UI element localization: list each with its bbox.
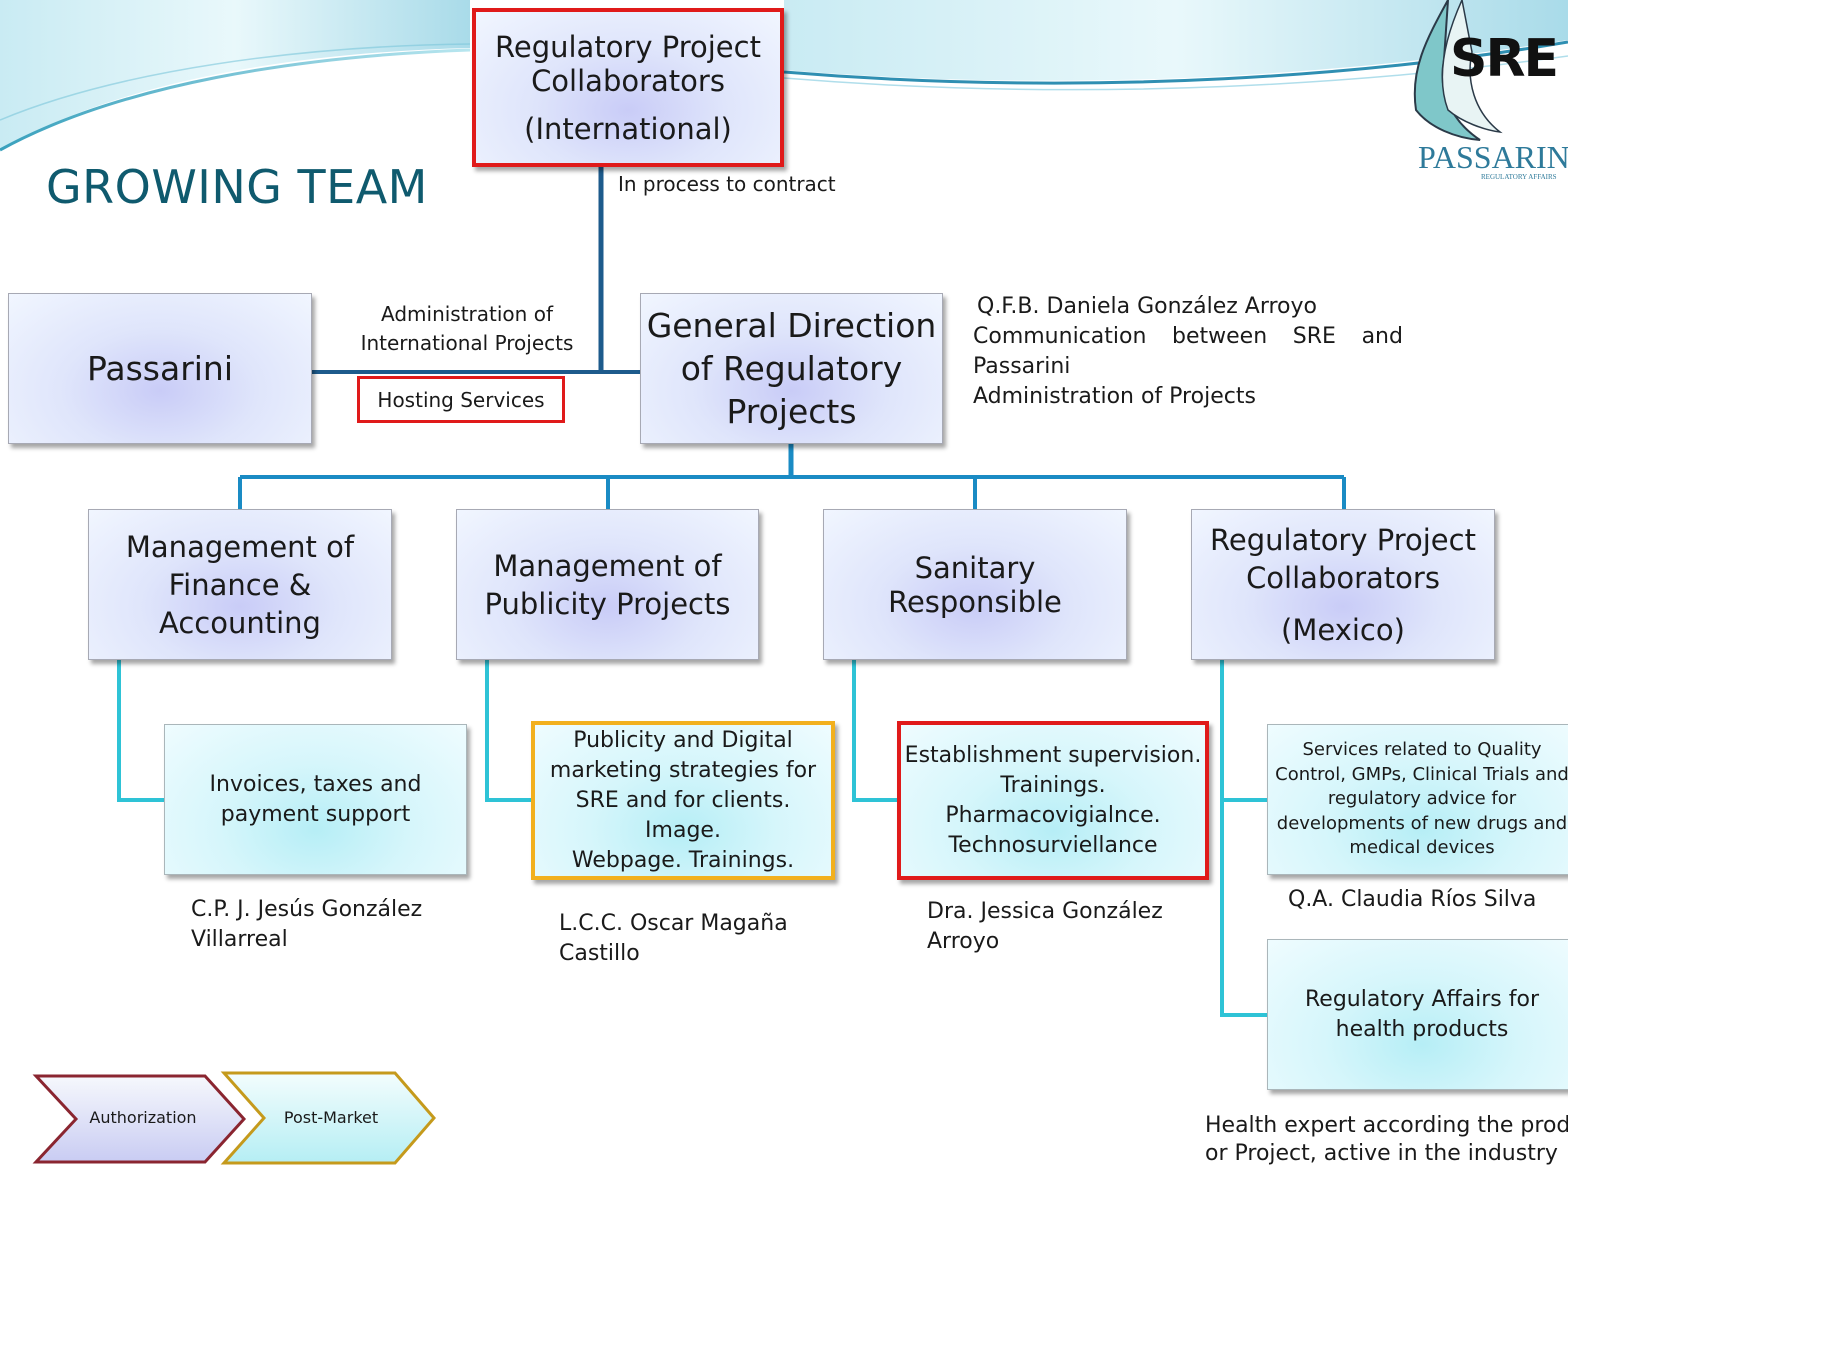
box-line: Finance & bbox=[168, 567, 312, 602]
box-line: medical devices bbox=[1349, 837, 1495, 859]
person-finance: C.P. J. Jesús González Villarreal bbox=[191, 895, 422, 955]
legend-authorization-label: Authorization bbox=[89, 1108, 196, 1127]
person-line: or Project, active in the industry bbox=[1205, 1141, 1558, 1166]
box-line: (Mexico) bbox=[1281, 612, 1405, 647]
box-line: SRE and for clients. Image. bbox=[575, 787, 791, 843]
person-line: Villarreal bbox=[191, 927, 288, 952]
note-line: International Projects bbox=[360, 331, 574, 355]
box-line: Collaborators bbox=[1246, 560, 1440, 595]
person-publicity: L.C.C. Oscar Magaña Castillo bbox=[559, 909, 788, 969]
box-line: Publicity and Digital bbox=[573, 727, 793, 753]
box-line: Trainings. bbox=[1000, 772, 1106, 798]
person-name: Q.F.B. Daniela González Arroyo bbox=[977, 294, 1317, 319]
box-publicity-projects: Management of Publicity Projects bbox=[456, 509, 759, 660]
box-line: Control, GMPs, Clinical Trials and bbox=[1275, 763, 1568, 785]
hosting-services-badge: Hosting Services bbox=[357, 376, 565, 423]
box-line: Collaborators bbox=[531, 63, 725, 98]
background-swoosh bbox=[0, 43, 471, 121]
background-swoosh bbox=[783, 55, 1568, 91]
note-administration-international: Administration of International Projects bbox=[340, 300, 594, 358]
person-line: C.P. J. Jesús González bbox=[191, 897, 423, 922]
box-line: health products bbox=[1335, 1016, 1509, 1042]
box-line: Projects bbox=[726, 392, 857, 431]
role-word: Communication bbox=[973, 324, 1147, 349]
box-sanitary-responsible: Sanitary Responsible bbox=[823, 509, 1127, 660]
person-line: Castillo bbox=[559, 941, 640, 966]
box-line: regulatory advice for bbox=[1327, 788, 1517, 810]
logo-mark: SRE bbox=[1450, 29, 1557, 89]
box-line: payment support bbox=[220, 801, 411, 827]
box-task-quality-services: Services related to Quality Control, GMP… bbox=[1267, 724, 1568, 875]
role-word: and bbox=[1361, 324, 1403, 349]
box-line: Regulatory Affairs for bbox=[1304, 986, 1540, 1012]
box-line: of Regulatory bbox=[680, 349, 903, 388]
connector-line bbox=[485, 660, 532, 802]
legend-authorization: Authorization bbox=[32, 1074, 247, 1164]
diagram-canvas: SRE PASSARINI REGULATORY AFFAIRS Authori… bbox=[0, 0, 1568, 1165]
box-line: General Direction bbox=[646, 306, 937, 345]
connector-line bbox=[117, 660, 164, 802]
box-task-regulatory-affairs: Regulatory Affairs for health products bbox=[1267, 939, 1568, 1090]
box-line: Sanitary Responsible bbox=[888, 550, 1062, 619]
box-line: Publicity Projects bbox=[484, 586, 731, 621]
role-word: SRE bbox=[1292, 324, 1336, 349]
box-collaborators-mexico: Regulatory Project Collaborators (Mexico… bbox=[1191, 509, 1495, 660]
connector-line bbox=[852, 660, 898, 802]
logo-brand: PASSARINI bbox=[1418, 139, 1568, 175]
legend-post-market: Post-Market bbox=[220, 1071, 436, 1165]
legend-post-market-label: Post-Market bbox=[284, 1108, 378, 1127]
box-finance-accounting: Management of Finance & Accounting bbox=[88, 509, 392, 660]
box-line: Establishment supervision. bbox=[904, 742, 1202, 768]
person-line: Dra. Jessica González bbox=[927, 899, 1163, 924]
box-line: Regulatory Project bbox=[1210, 522, 1476, 557]
badge-label: Hosting Services bbox=[377, 387, 545, 412]
person-role: Communication between SRE and bbox=[973, 322, 1403, 352]
box-passarini: Passarini bbox=[8, 293, 312, 444]
box-label: Passarini bbox=[86, 349, 234, 388]
box-line: Regulatory Project bbox=[495, 29, 761, 64]
person-sanitary: Dra. Jessica González Arroyo bbox=[927, 897, 1163, 957]
note-line: Administration of bbox=[381, 302, 553, 326]
box-general-direction: General Direction of Regulatory Projects bbox=[640, 293, 943, 444]
box-line: marketing strategies for bbox=[549, 757, 817, 783]
person-role: Administration of Projects bbox=[973, 384, 1256, 409]
background-swoosh bbox=[0, 48, 471, 152]
person-line: L.C.C. Oscar Magaña bbox=[559, 911, 788, 936]
box-line: Invoices, taxes and bbox=[209, 771, 422, 797]
note-in-process: In process to contract bbox=[618, 172, 836, 196]
box-line: Technosurviellance bbox=[948, 832, 1158, 858]
general-direction-person: Q.F.B. Daniela González Arroyo Communica… bbox=[973, 292, 1403, 412]
person-line: Q.A. Claudia Ríos Silva bbox=[1288, 887, 1537, 912]
background-swoosh bbox=[0, 0, 470, 150]
box-line: (International) bbox=[524, 111, 732, 146]
box-line: Services related to Quality bbox=[1302, 739, 1542, 761]
person-line: Health expert according the produ bbox=[1205, 1113, 1568, 1138]
role-word: between bbox=[1172, 324, 1268, 349]
box-collaborators-international: Regulatory Project Collaborators (Intern… bbox=[472, 8, 784, 167]
box-line: Accounting bbox=[159, 605, 321, 640]
person-role: Passarini bbox=[973, 354, 1071, 379]
person-health-expert: Health expert according the produ or Pro… bbox=[1205, 1112, 1568, 1167]
org-chart-slide: SRE PASSARINI REGULATORY AFFAIRS Authori… bbox=[0, 0, 1568, 1167]
box-task-publicity: Publicity and Digital marketing strategi… bbox=[531, 721, 835, 880]
connector-line bbox=[1220, 660, 1267, 1017]
person-quality: Q.A. Claudia Ríos Silva bbox=[1288, 885, 1536, 915]
box-task-sanitary: Establishment supervision. Trainings. Ph… bbox=[897, 721, 1209, 880]
box-line: Webpage. Trainings. bbox=[571, 847, 795, 873]
box-line: Pharmacovigialnce. bbox=[945, 802, 1161, 828]
box-line: developments of new drugs and bbox=[1276, 812, 1568, 834]
slide-title: GROWING TEAM bbox=[46, 160, 428, 214]
background-swoosh bbox=[784, 0, 1568, 81]
box-line: Management of bbox=[125, 529, 355, 564]
box-task-invoices: Invoices, taxes and payment support bbox=[164, 724, 467, 875]
logo-tagline: REGULATORY AFFAIRS bbox=[1481, 173, 1557, 181]
background-swoosh bbox=[783, 40, 1568, 85]
box-line: Management of bbox=[493, 548, 722, 583]
sre-logo: SRE PASSARINI REGULATORY AFFAIRS bbox=[1413, 0, 1568, 181]
person-line: Arroyo bbox=[927, 929, 1000, 954]
